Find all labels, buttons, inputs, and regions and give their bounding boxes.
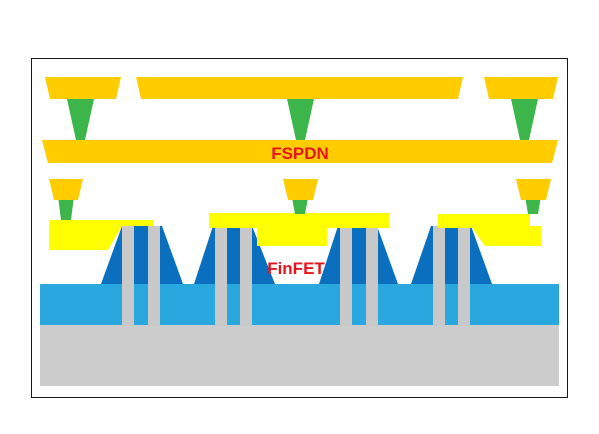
finfet-gate-1	[101, 226, 183, 284]
upper-via-left	[67, 99, 94, 140]
finfet-label: FinFET	[267, 259, 325, 278]
finfet-gate-4	[411, 226, 492, 284]
fin	[215, 226, 227, 326]
fin	[122, 226, 134, 326]
fin	[433, 226, 445, 326]
finfet-gate-3	[319, 226, 398, 284]
top-metal-right	[484, 77, 558, 99]
upper-via-mid	[287, 99, 314, 140]
finfet-gate-2	[194, 226, 275, 284]
top-metal-left	[45, 77, 121, 99]
fin	[240, 226, 252, 326]
lower-via-left	[58, 196, 74, 220]
fin	[148, 226, 160, 326]
fspdn-metal-bar	[42, 140, 558, 163]
metal-pads	[49, 179, 551, 200]
lower-via-mid	[292, 198, 308, 214]
fin	[458, 226, 470, 326]
metal-pad-left	[49, 179, 83, 200]
contact-3-drop	[471, 226, 541, 246]
fin	[340, 226, 352, 326]
fspdn-label: FSPDN	[271, 144, 329, 163]
contact-2-drop	[257, 226, 327, 246]
contact-1	[49, 220, 153, 250]
fin	[366, 226, 378, 326]
contact-2	[209, 213, 389, 228]
fins	[122, 226, 470, 326]
top-metal	[45, 77, 558, 99]
contact-3	[438, 214, 530, 228]
sti-layer	[40, 284, 559, 325]
upper-via-right	[511, 99, 538, 140]
top-metal-center	[136, 77, 463, 99]
lower-vias	[58, 196, 541, 220]
metal-pad-mid	[283, 179, 318, 200]
upper-vias	[67, 99, 538, 140]
lower-via-right	[525, 196, 541, 214]
contact-layer	[49, 213, 541, 250]
metal-pad-right	[516, 179, 551, 200]
substrate	[40, 325, 559, 386]
